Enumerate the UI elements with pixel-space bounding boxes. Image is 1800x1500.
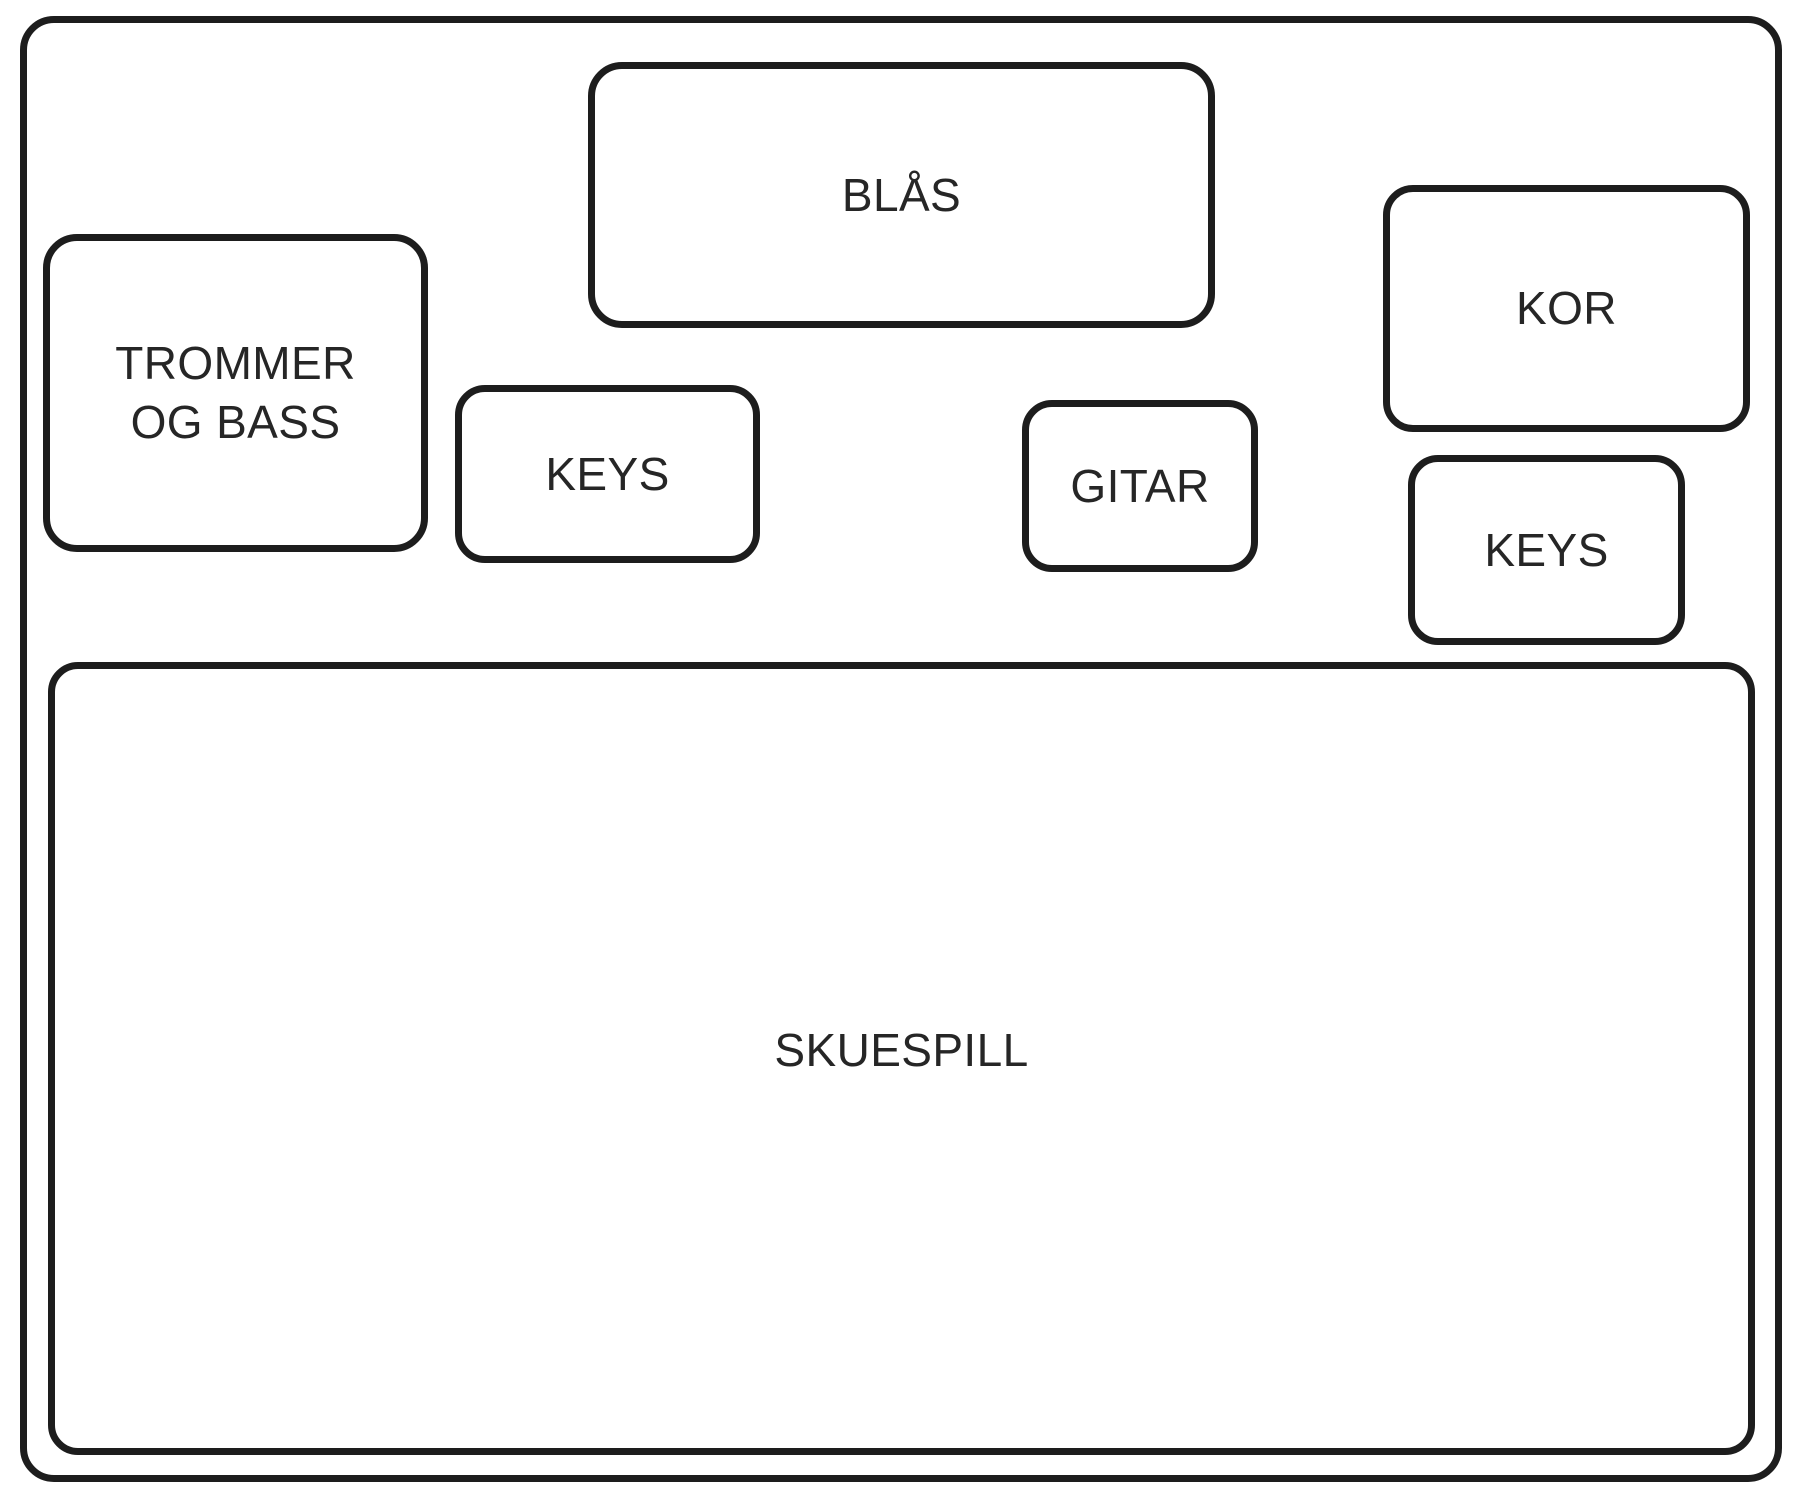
zone-label-keys-right: KEYS — [1484, 523, 1609, 576]
zone-keys-left[interactable]: KEYS — [455, 385, 760, 563]
zone-label-blas: BLÅS — [841, 168, 962, 221]
zone-label-trommer-og-bass: TROMMER OG BASS — [115, 337, 356, 448]
zone-label-gitar: GITAR — [1070, 459, 1210, 512]
zone-gitar[interactable]: GITAR — [1022, 400, 1258, 572]
zone-kor[interactable]: KOR — [1383, 185, 1750, 432]
zone-label-kor: KOR — [1516, 282, 1617, 335]
zone-skuespill[interactable]: SKUESPILL — [48, 662, 1755, 1455]
zone-keys-right[interactable]: KEYS — [1408, 455, 1685, 645]
zone-trommer-og-bass[interactable]: TROMMER OG BASS — [43, 234, 428, 552]
zone-label-skuespill: SKUESPILL — [774, 1024, 1029, 1077]
zone-blas[interactable]: BLÅS — [588, 62, 1215, 328]
zone-label-keys-left: KEYS — [545, 447, 670, 500]
